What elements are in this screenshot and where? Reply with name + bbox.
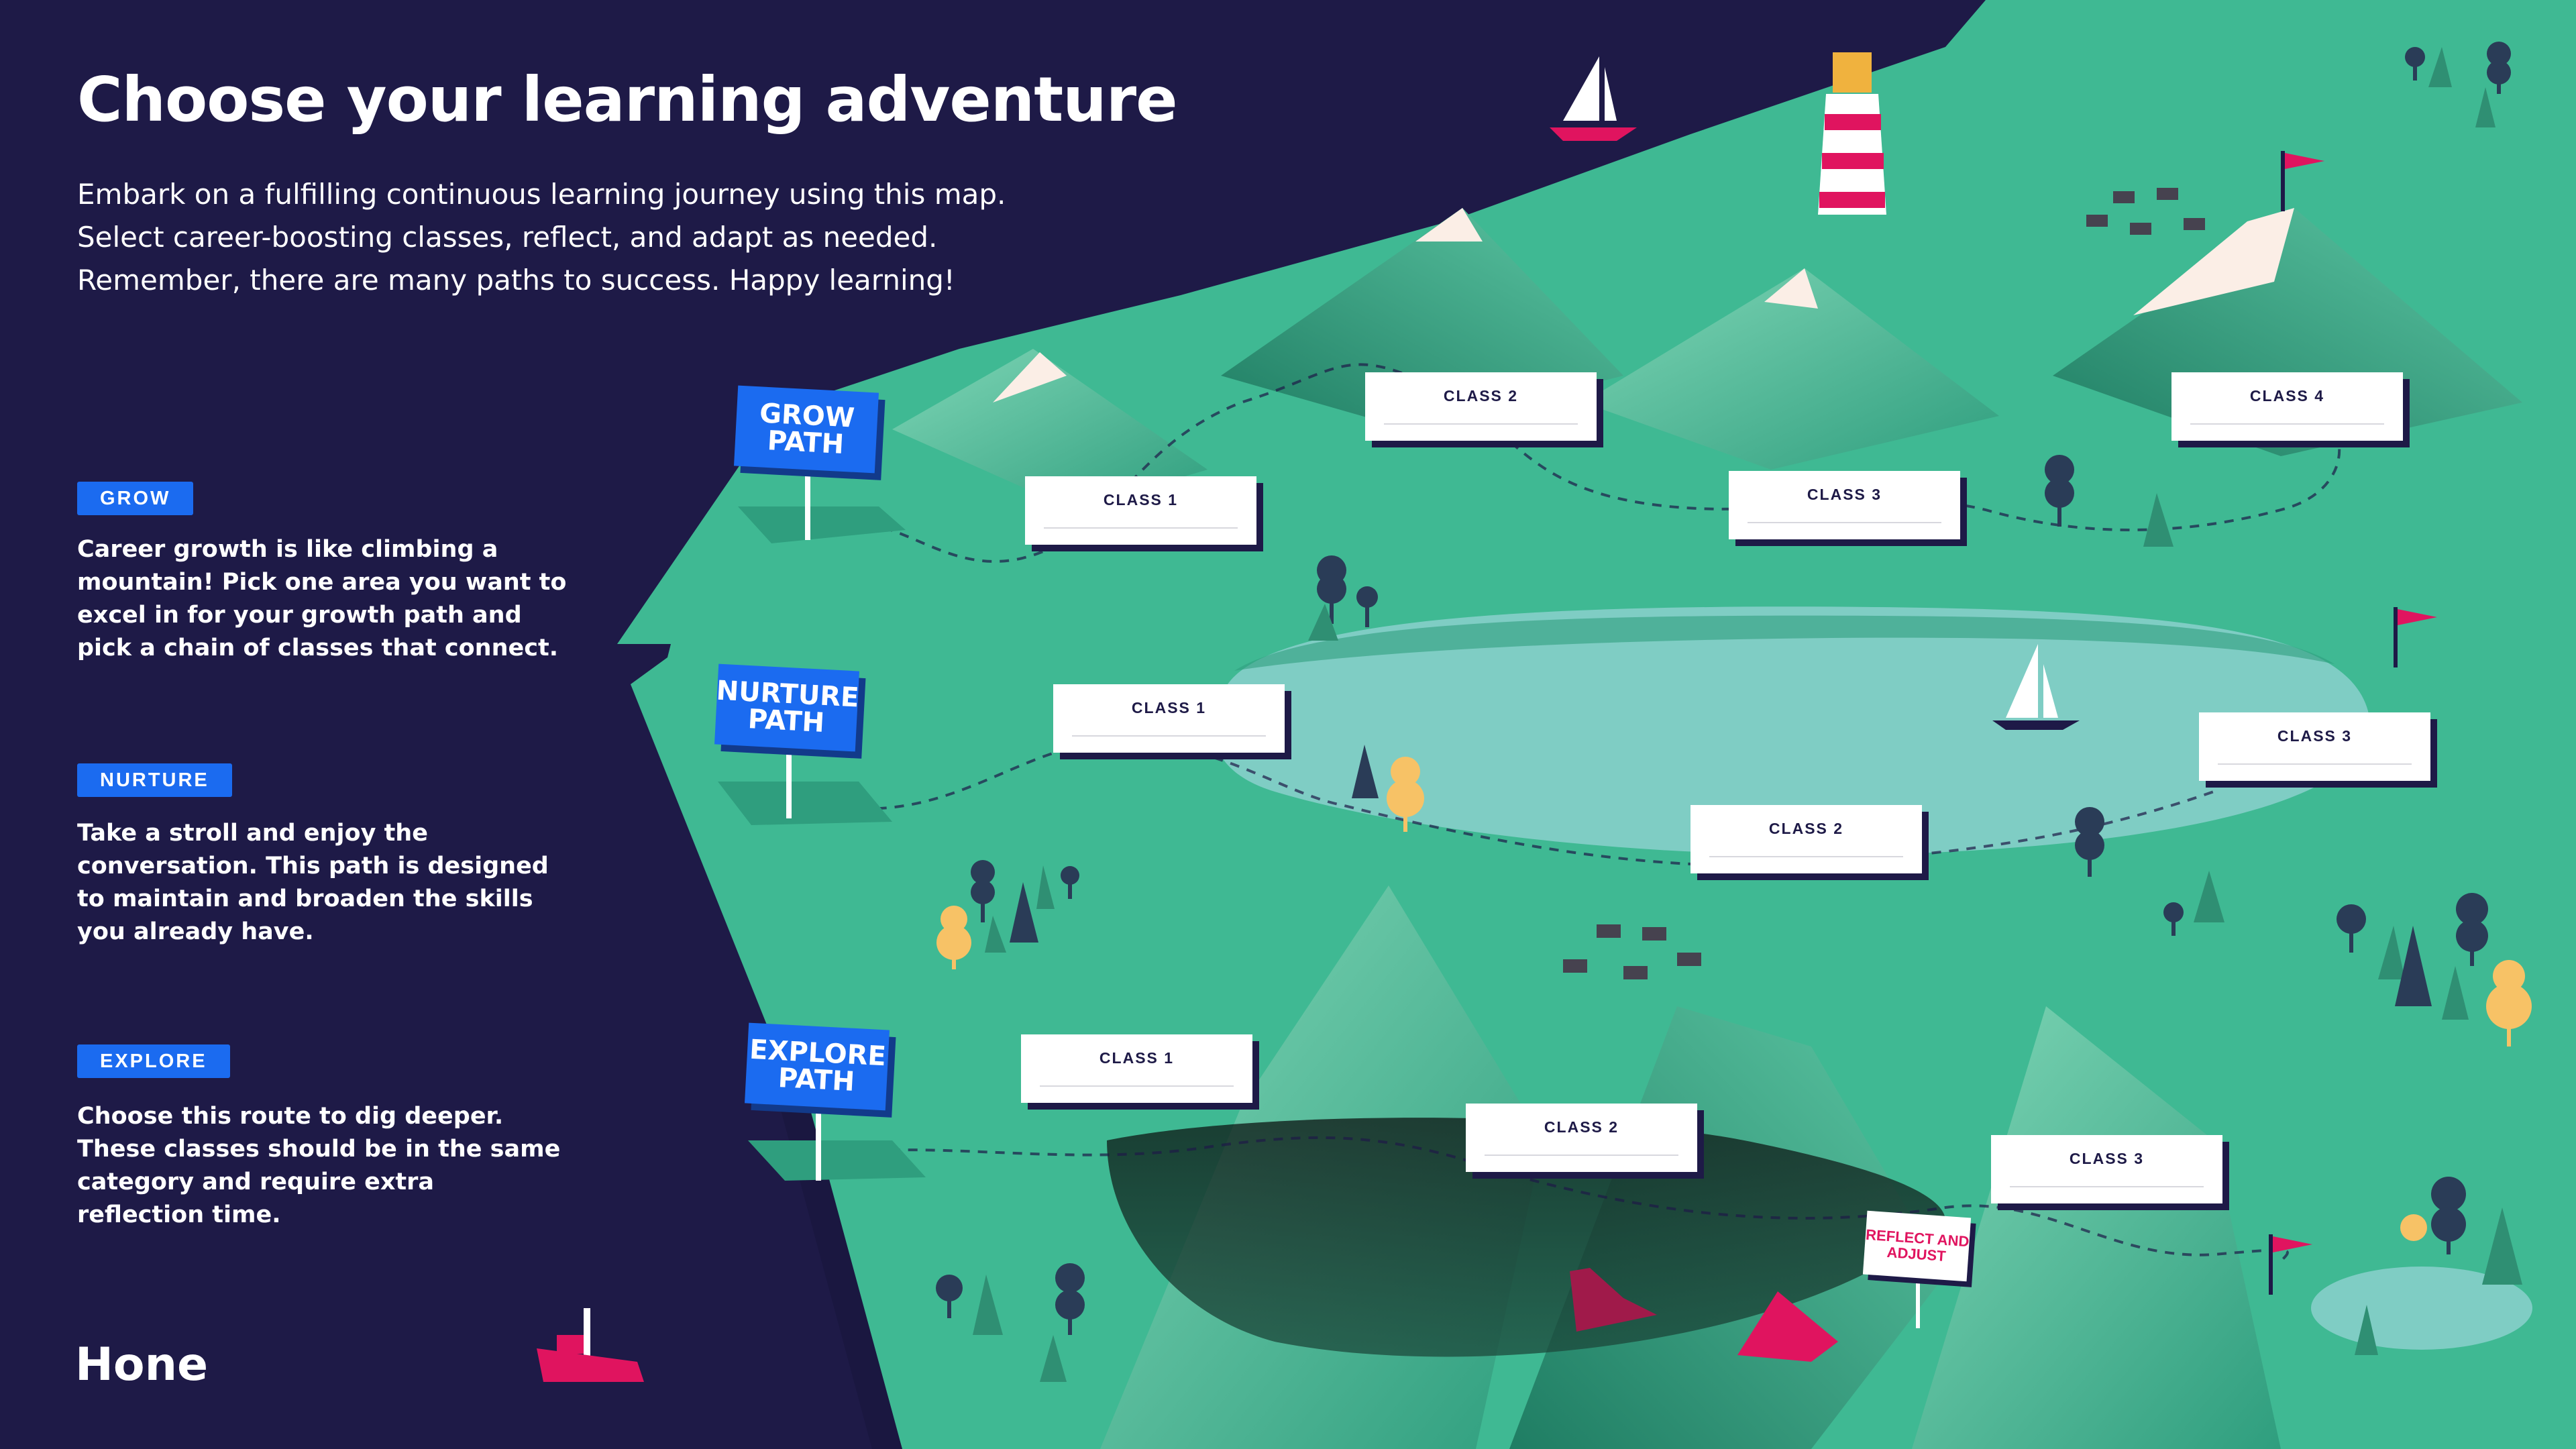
- valley-mountain: [1912, 1006, 2281, 1449]
- mountain: [2053, 208, 2522, 456]
- mountain: [993, 352, 1067, 402]
- card-line: [1485, 1155, 1678, 1156]
- card-line: [1748, 522, 1941, 523]
- class-label: CLASS 1: [1099, 1049, 1175, 1067]
- mountain: [2133, 208, 2294, 315]
- explore-path-sign[interactable]: EXPLORE PATH: [745, 1022, 890, 1111]
- badge-explore: EXPLORE: [77, 1044, 230, 1078]
- mountain: [892, 349, 1208, 510]
- lake: [1213, 606, 2370, 855]
- nurture-class-3-card[interactable]: CLASS 3: [2199, 712, 2430, 781]
- card-line: [2010, 1186, 2204, 1187]
- tent-icon: [1737, 1291, 1838, 1362]
- nurture-description: Take a stroll and enjoy the conversation…: [77, 820, 549, 945]
- tree-group: [936, 42, 2511, 1335]
- grow-class-3-card[interactable]: CLASS 3: [1729, 471, 1960, 539]
- explore-class-2-card[interactable]: CLASS 2: [1466, 1104, 1697, 1172]
- card-line: [1709, 856, 1903, 857]
- lighthouse-icon: [1818, 52, 1886, 215]
- class-label: CLASS 3: [1807, 486, 1882, 503]
- nurture-class-1-card[interactable]: CLASS 1: [1053, 684, 1285, 753]
- flag-icon: [2269, 1234, 2312, 1295]
- yellow-tree-group: [936, 757, 2532, 1241]
- grow-path-sign[interactable]: GROW PATH: [734, 385, 879, 474]
- card-line: [1044, 527, 1238, 529]
- class-label: CLASS 2: [1443, 387, 1519, 405]
- nurture-class-2-card[interactable]: CLASS 2: [1690, 805, 1922, 873]
- nurture-path-sign[interactable]: NURTURE PATH: [714, 663, 860, 752]
- class-label: CLASS 3: [2277, 727, 2353, 745]
- grow-class-1-card[interactable]: CLASS 1: [1025, 476, 1256, 545]
- explore-class-1-card[interactable]: CLASS 1: [1021, 1034, 1252, 1103]
- badge-grow: GROW: [77, 482, 194, 515]
- fishing-boat-icon: [537, 1308, 644, 1382]
- sign-poles: [718, 470, 1920, 1328]
- explore-class-3-card[interactable]: CLASS 3: [1991, 1135, 2222, 1203]
- hone-logo: Hone: [75, 1338, 209, 1391]
- class-label: CLASS 2: [1768, 820, 1844, 837]
- grow-class-4-card[interactable]: CLASS 4: [2171, 372, 2403, 441]
- reflect-and-adjust-sign: REFLECT AND ADJUST: [1862, 1210, 1972, 1282]
- mountain: [1764, 268, 1818, 309]
- card-line: [1072, 735, 1266, 737]
- badge-nurture: NURTURE: [77, 763, 232, 797]
- tent-icon: [1570, 1268, 1657, 1332]
- mountain: [1583, 268, 1999, 470]
- flag-icon: [2394, 607, 2437, 667]
- class-label: CLASS 1: [1131, 699, 1207, 716]
- card-line: [1040, 1085, 1234, 1087]
- nurture-trail: [824, 741, 2214, 867]
- class-label: CLASS 2: [1544, 1118, 1619, 1136]
- class-label: CLASS 4: [2249, 387, 2325, 405]
- card-line: [2190, 423, 2384, 425]
- card-line: [1384, 423, 1578, 425]
- cattle-group: [1563, 188, 2205, 979]
- class-label: CLASS 3: [2069, 1150, 2145, 1167]
- class-label: CLASS 1: [1103, 491, 1179, 508]
- explore-description: Choose this route to dig deeper. These c…: [77, 1103, 561, 1228]
- sailboat-icon: [1992, 644, 2080, 730]
- card-line: [2218, 763, 2412, 765]
- lake-shadow: [1234, 615, 2334, 671]
- grow-class-2-card[interactable]: CLASS 2: [1365, 372, 1597, 441]
- valley-pit: [1107, 1118, 1945, 1357]
- sailboat-icon: [1550, 56, 1637, 141]
- page-title: Choose your learning adventure: [77, 64, 1178, 136]
- explore-trail: [838, 1136, 2289, 1263]
- intro-text: Embark on a fulfilling continuous learni…: [77, 178, 1006, 297]
- dark-pine-group: [1010, 745, 2432, 1006]
- grow-description: Career growth is like climbing a mountai…: [77, 536, 567, 661]
- mountain: [1415, 208, 1483, 241]
- flag-icon: [2281, 151, 2324, 211]
- pine-group: [973, 47, 2522, 1382]
